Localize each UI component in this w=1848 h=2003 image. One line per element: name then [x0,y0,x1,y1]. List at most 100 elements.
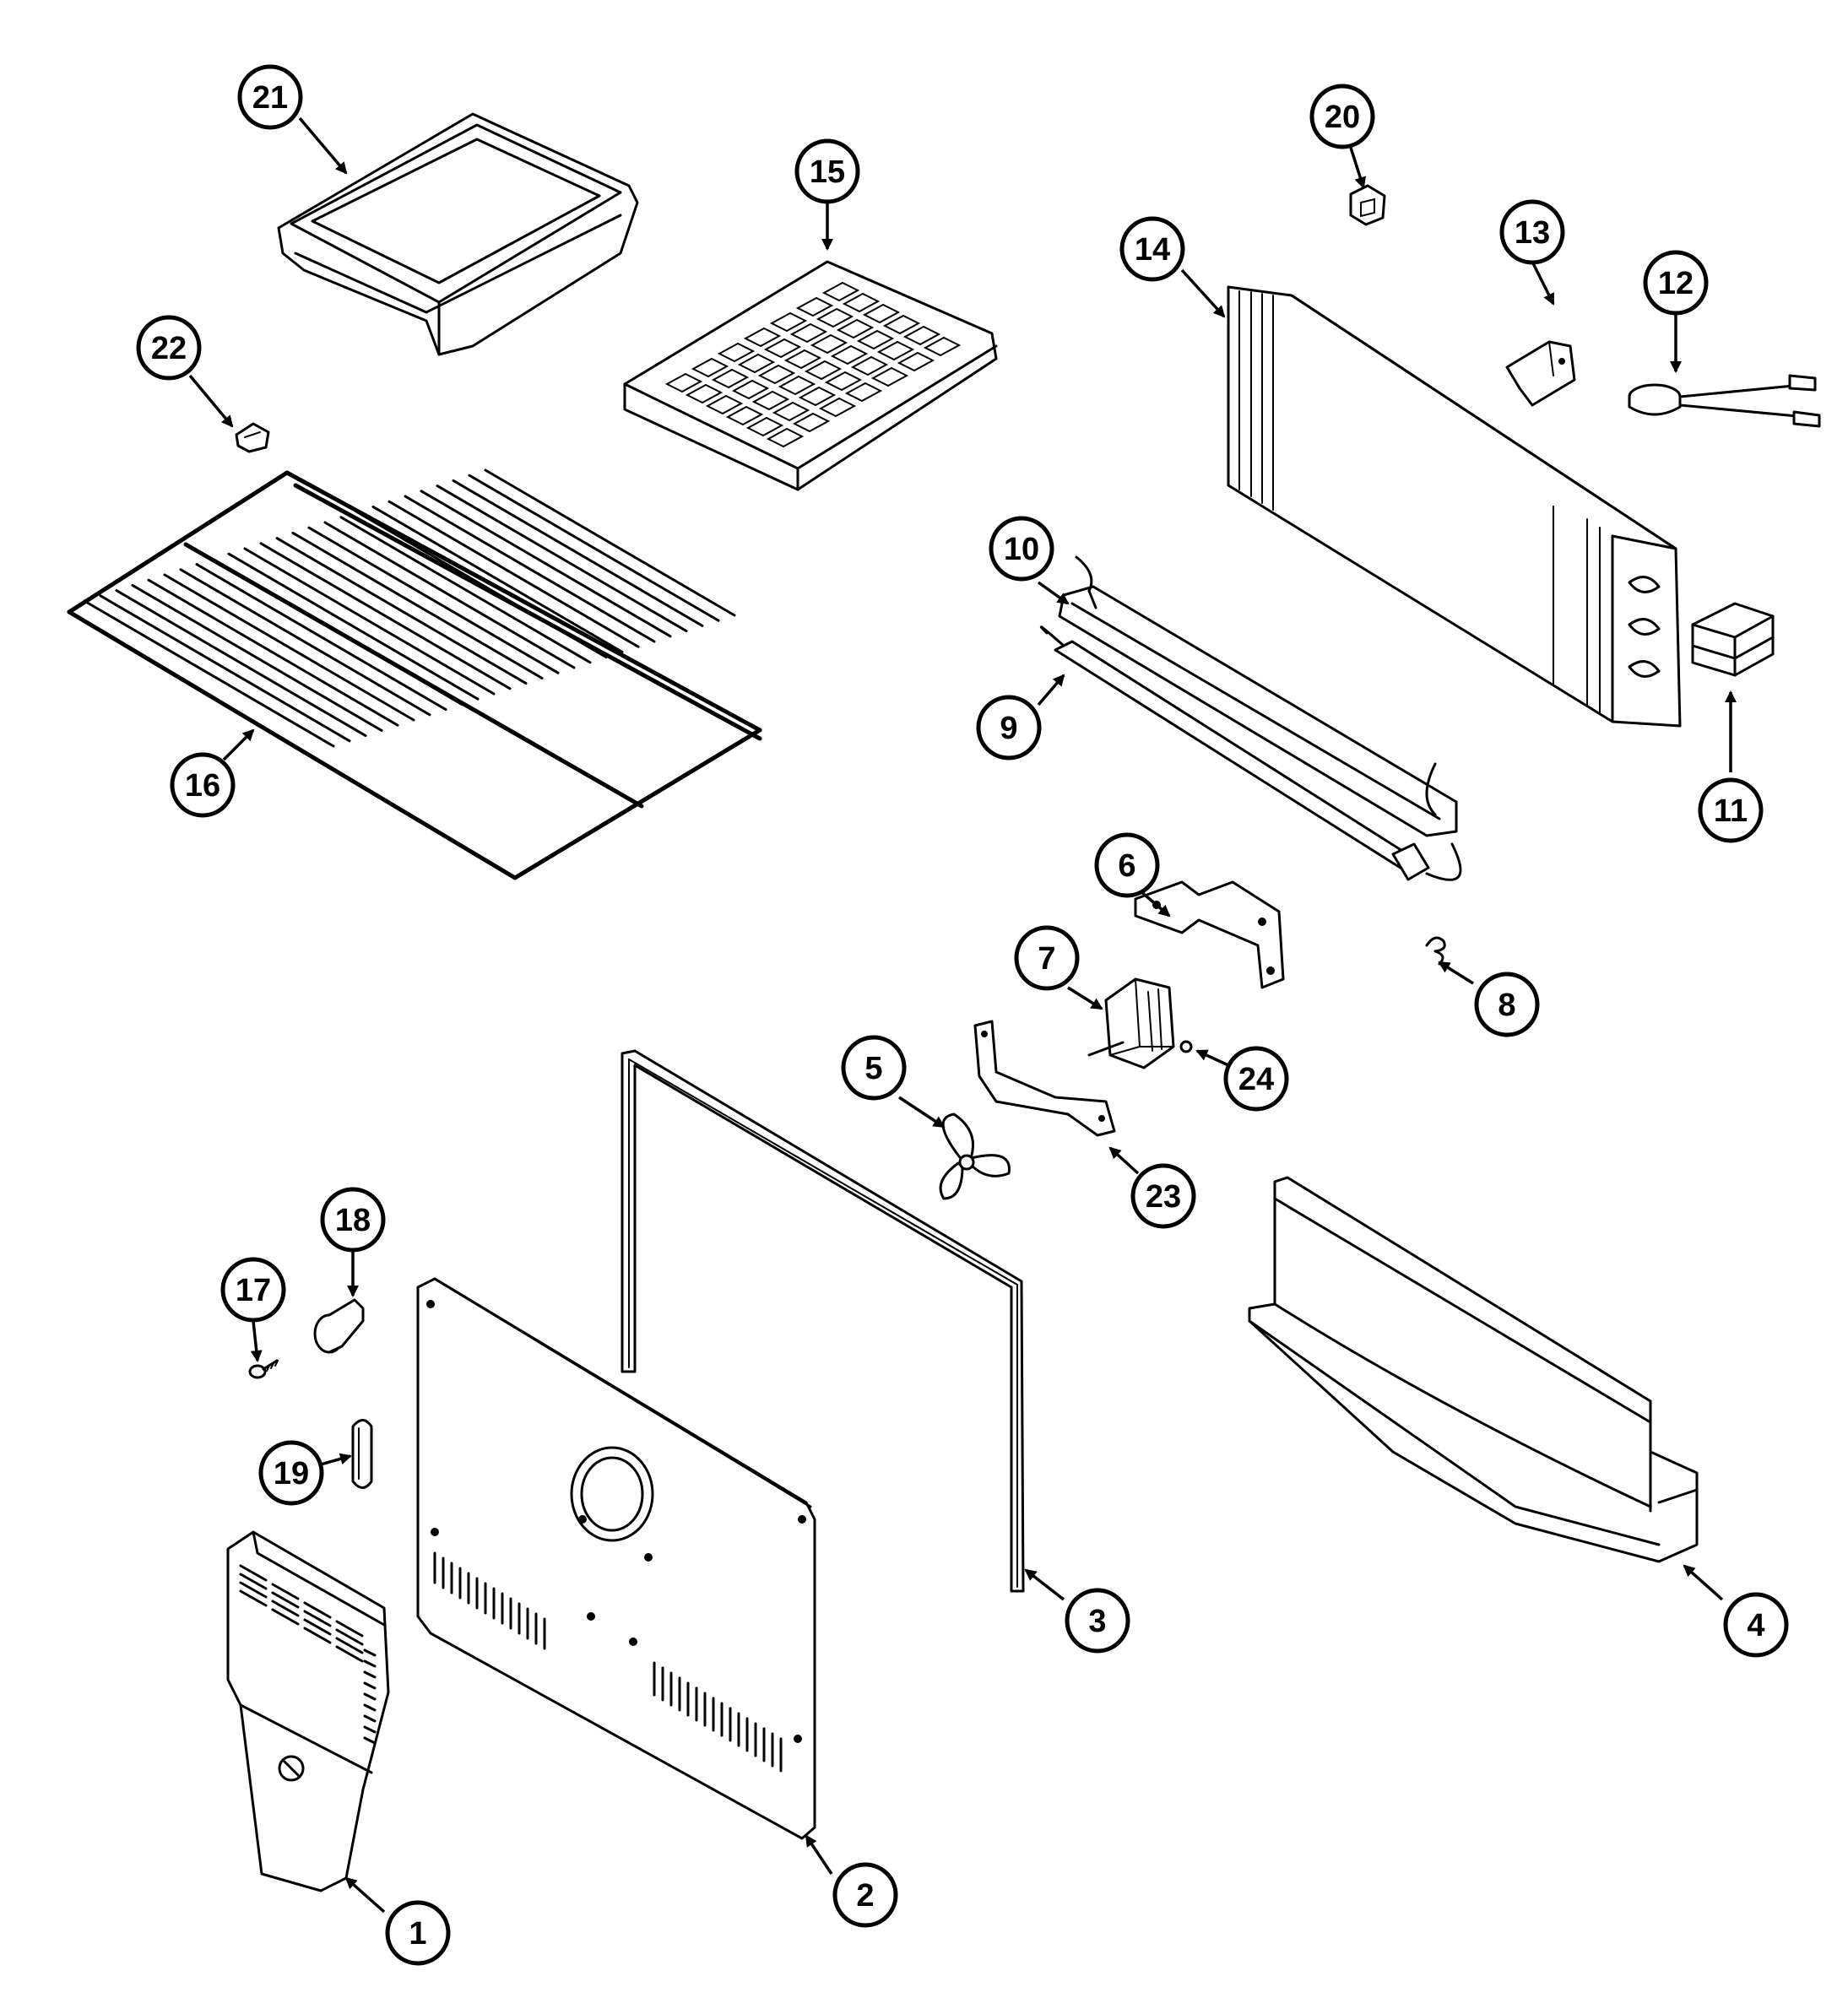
callout-circle [1119,216,1185,282]
ice-cube-cell [923,336,962,357]
callout-part-15: 15 [794,138,860,204]
thermostat-drawing [1628,374,1821,428]
shelf-wire [339,516,592,664]
callout-part-7: 7 [1014,925,1080,991]
shelf-wire [484,468,736,617]
leader-part-6 [1138,889,1171,918]
callout-part-12: 12 [1643,250,1709,316]
housing-vent-slot [335,1645,364,1663]
leader-part-21 [298,116,348,175]
heater-channel-drawing [1058,555,1458,837]
part-number-label: 17 [236,1273,271,1308]
callout-circle [1499,199,1565,265]
ice-cube-cell [842,292,881,313]
housing-side-slot [363,1736,377,1745]
part-number-label: 12 [1658,266,1694,301]
callout-part-3: 3 [1065,1588,1130,1654]
callout-part-1: 1 [385,1900,451,1966]
shelf-wire [179,568,431,717]
part-number-label: 3 [1088,1604,1106,1639]
shelf-wire [131,583,383,732]
housing-side-slot [363,1692,377,1701]
plug-drawing [1349,184,1386,226]
leader-part-5 [898,1096,946,1129]
ice-cube-cell [862,303,901,324]
housing-vent-slot [335,1628,364,1646]
ice-cube-cell [844,382,883,403]
callout-circle [1130,1163,1196,1229]
ice-cube-cell [818,397,857,418]
shelf-wire [195,563,447,712]
callout-circle [1698,777,1764,843]
control-housing-drawing [226,1530,390,1892]
ice-cube-cell [798,386,837,407]
housing-vent-slot [239,1573,268,1590]
light-lens-drawing [351,1419,373,1489]
panel-vents-left [433,1551,546,1650]
housing-vent-slot [335,1620,364,1638]
housing-side-slot [363,1681,377,1690]
callout-part-17: 17 [220,1257,286,1323]
ice-cube-cell [876,340,915,361]
leader-part-16 [222,728,255,761]
ice-cube-cell [816,307,854,328]
housing-vent-slot [239,1589,268,1607]
shelf-wire [115,589,367,738]
callout-part-11: 11 [1698,777,1764,843]
leader-part-8 [1438,961,1474,985]
housing-vent-slot [271,1583,300,1600]
shelf-wire [452,479,704,627]
callout-part-8: 8 [1474,972,1540,1037]
callout-circle [258,1440,324,1506]
shelf-wire [404,495,656,643]
callout-part-2: 2 [832,1862,898,1928]
ice-cube-cell [804,360,843,381]
ice-cube-cell [731,379,770,400]
callout-part-19: 19 [258,1440,324,1506]
part-number-label: 20 [1325,100,1360,135]
callout-circle [989,516,1054,582]
rear-panel-drawing [416,1277,816,1840]
part-number-label: 7 [1038,941,1055,977]
callout-circle [1014,925,1080,991]
part-number-label: 1 [409,1916,426,1952]
leader-part-10 [1037,581,1070,605]
callout-circle [1065,1588,1130,1654]
shelf-wire [243,547,496,696]
callout-circle [794,138,860,204]
part-number-label: 2 [856,1878,874,1914]
ice-cube-tray-drawing [623,260,998,491]
ice-cube-cell [783,349,822,370]
ice-cube-cell [717,342,756,363]
leader-part-4 [1683,1564,1724,1601]
ice-cube-cell [789,322,828,344]
leader-part-24 [1195,1049,1229,1067]
ice-cube-cell [685,383,723,404]
ice-cube-cell [705,394,744,415]
ice-cube-cell [824,371,863,392]
shelf-wire [371,505,624,653]
callout-circle [320,1187,386,1253]
housing-vent-slot [239,1581,268,1599]
callout-part-14: 14 [1119,216,1185,282]
callout-part-24: 24 [1223,1046,1289,1112]
shelf-wire [99,594,351,743]
drain-trough-drawing [1248,1176,1699,1563]
shelf-wire [291,531,544,679]
callout-part-18: 18 [320,1187,386,1253]
leader-part-17 [250,1320,263,1362]
callout-circle [1094,832,1160,898]
housing-vent-slot [303,1610,332,1627]
callout-circle [136,315,202,381]
shelf-wire [323,521,576,669]
leader-part-23 [1108,1146,1140,1175]
callout-circle [1643,250,1709,316]
ice-cube-cell [711,368,750,389]
ice-cube-cell [810,333,848,355]
housing-side-slot [363,1670,377,1679]
callout-part-4: 4 [1723,1592,1789,1658]
ice-cube-cell [836,318,875,339]
ice-cube-cell [725,405,764,426]
leader-part-7 [1067,986,1103,1010]
